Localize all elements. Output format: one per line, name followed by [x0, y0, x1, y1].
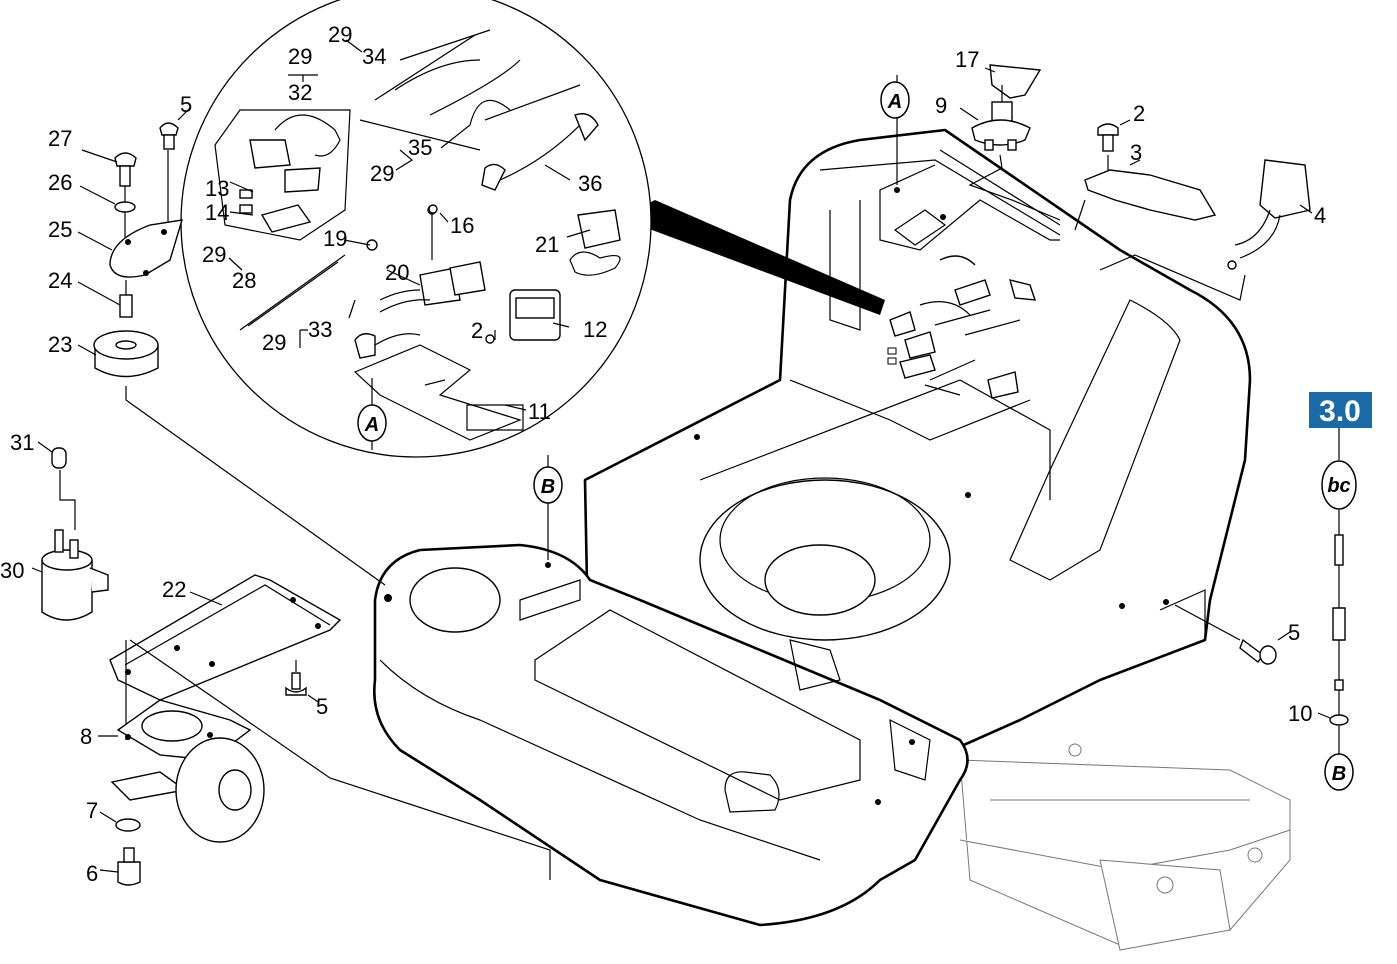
key-17	[989, 64, 1042, 99]
label-31: 31	[10, 430, 34, 455]
label-36: 36	[578, 171, 602, 196]
label-9: 9	[935, 93, 947, 118]
label-24: 24	[48, 268, 72, 293]
tower-small-parts	[887, 255, 1037, 399]
label-29-b: 29	[288, 44, 312, 69]
left-parts	[31, 107, 551, 886]
label-8: 8	[80, 724, 92, 749]
washer-10	[1329, 714, 1349, 726]
label-23: 23	[48, 332, 72, 357]
label-12: 12	[583, 317, 607, 342]
svg-text:bc: bc	[1327, 475, 1350, 497]
label-35: 35	[408, 135, 432, 160]
label-2-b: 2	[1133, 101, 1145, 126]
screw-5b	[291, 672, 301, 690]
label-26: 26	[48, 170, 72, 195]
marker-bc: bc	[1321, 460, 1357, 510]
cap-31	[51, 447, 67, 469]
detail-view	[180, 0, 885, 458]
label-7: 7	[86, 798, 98, 823]
rear-brush-unit	[959, 743, 1291, 951]
marker-a-chassis: A	[880, 75, 910, 185]
screw-5c	[1239, 638, 1277, 665]
plate-25	[109, 219, 183, 278]
label-20: 20	[385, 260, 409, 285]
label-22: 22	[162, 577, 186, 602]
label-10: 10	[1288, 701, 1312, 726]
label-29-c: 29	[202, 242, 226, 267]
label-27: 27	[48, 126, 72, 151]
bowl-inner	[764, 544, 876, 616]
screw-2	[1097, 123, 1119, 136]
label-5-a: 5	[180, 92, 192, 117]
label-29-a: 29	[328, 22, 352, 47]
label-30: 30	[0, 558, 24, 583]
svg-text:B: B	[1332, 763, 1346, 785]
svg-text:B: B	[541, 476, 555, 498]
screw-5	[159, 122, 179, 136]
svg-text:A: A	[887, 91, 902, 113]
label-5-c: 5	[1288, 620, 1300, 645]
part-labels: 29 34 29 32 5 27 26 25 24 23 31 30 22 5 …	[0, 22, 1326, 886]
label-25: 25	[48, 217, 72, 242]
label-28: 28	[232, 268, 256, 293]
label-13: 13	[205, 176, 229, 201]
label-29-d: 29	[262, 330, 286, 355]
frame-holes	[384, 187, 1169, 805]
chassis-body	[373, 128, 1291, 951]
bolt-27	[114, 152, 137, 167]
bracket-3	[1084, 169, 1217, 221]
frame-base	[373, 543, 969, 927]
bolt-6	[117, 861, 141, 886]
base-dome	[409, 567, 501, 633]
label-21: 21	[535, 232, 559, 257]
solenoid-30	[41, 529, 109, 621]
label-33: 33	[308, 317, 332, 342]
label-16: 16	[450, 213, 474, 238]
label-29-e: 29	[370, 161, 394, 186]
marker-a-detail: A	[357, 378, 387, 450]
label-34: 34	[362, 44, 386, 69]
label-11: 11	[528, 399, 551, 424]
spacer-24	[119, 294, 133, 318]
label-2-a: 2	[471, 318, 483, 343]
marker-b-cable: B	[1324, 753, 1354, 791]
roller-23	[93, 330, 159, 378]
section-badge: 3.0	[1309, 392, 1372, 428]
label-3: 3	[1130, 140, 1142, 165]
label-17: 17	[955, 47, 979, 72]
top-right-parts	[959, 64, 1313, 301]
cable-assembly	[1317, 428, 1349, 755]
marker-b-chassis: B	[533, 455, 563, 560]
switch-9	[971, 101, 1031, 151]
connector-4	[1227, 159, 1311, 270]
label-5-b: 5	[316, 694, 328, 719]
label-14: 14	[205, 200, 229, 225]
section-badge-text: 3.0	[1319, 395, 1361, 428]
washer-7	[115, 818, 141, 832]
svg-text:A: A	[364, 414, 379, 436]
washer-26	[114, 201, 136, 213]
detail-pointer	[620, 200, 885, 315]
label-32: 32	[288, 80, 312, 105]
bracket-22	[109, 574, 342, 701]
label-4: 4	[1314, 203, 1326, 228]
caster-8	[110, 699, 265, 843]
label-6: 6	[86, 861, 98, 886]
label-19: 19	[323, 226, 347, 251]
